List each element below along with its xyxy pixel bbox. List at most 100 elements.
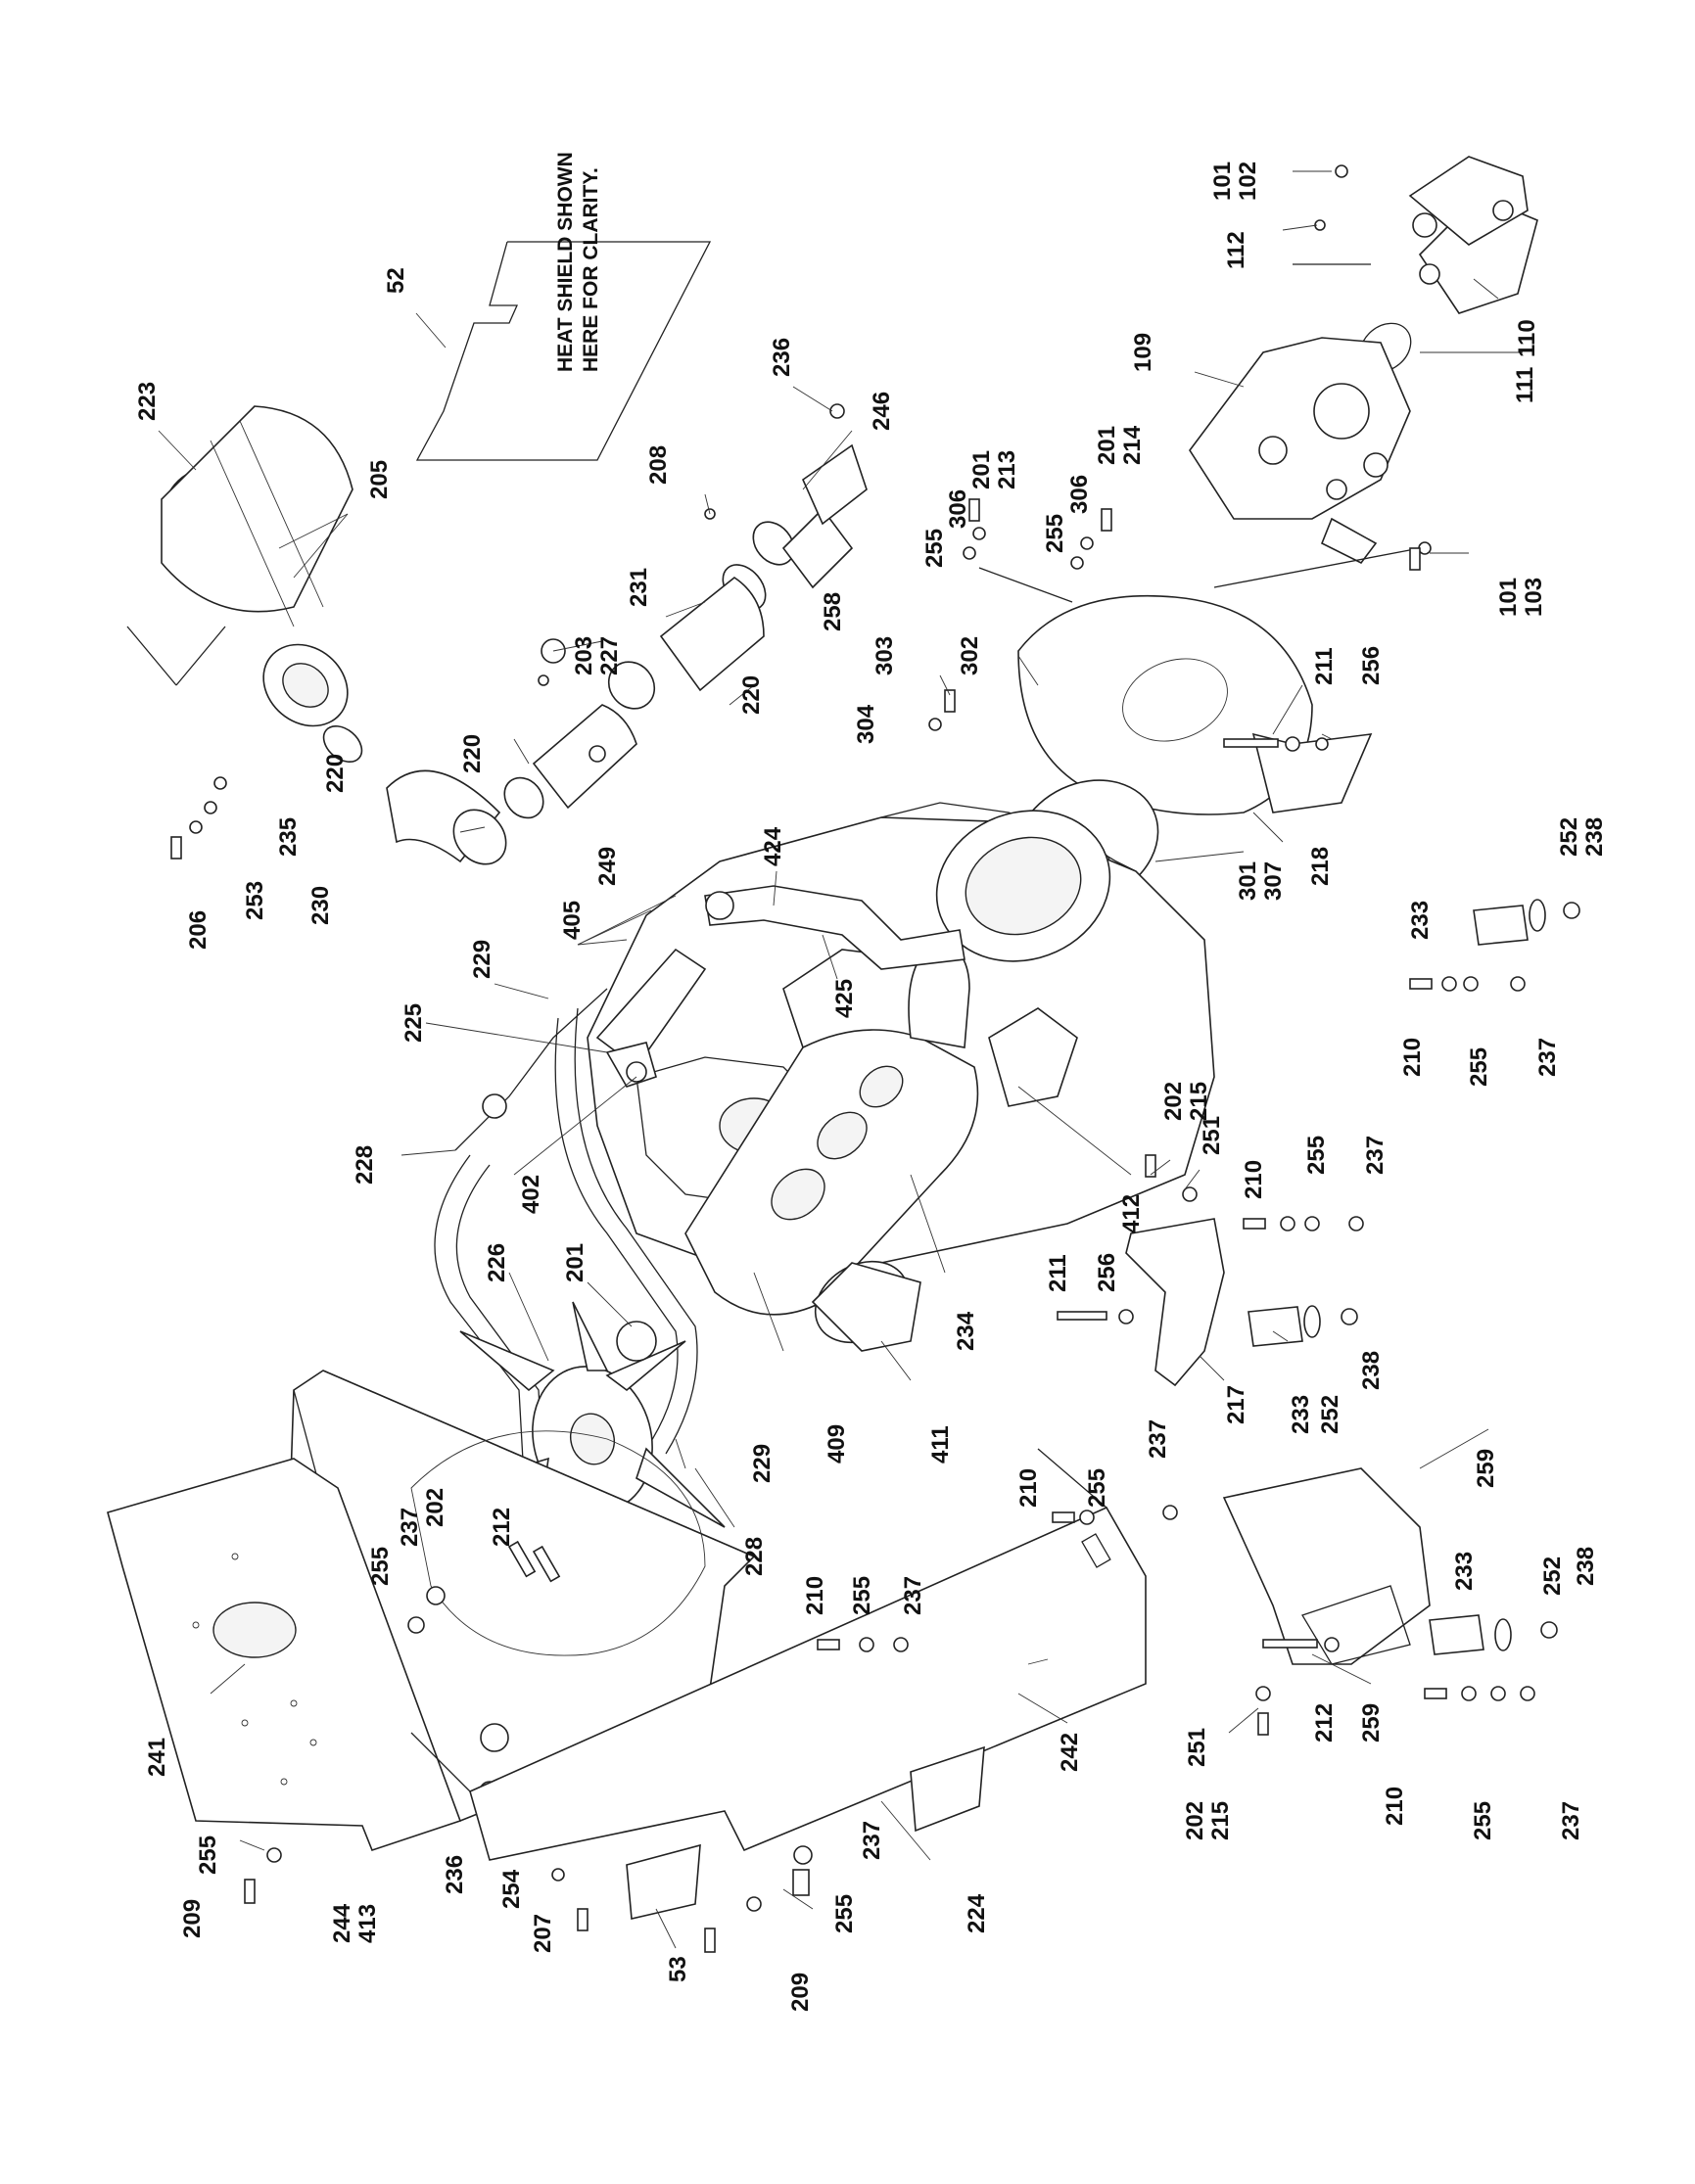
label-202-a: 202: [1160, 1082, 1187, 1121]
label-203: 203: [571, 636, 597, 675]
label-251-a: 251: [1199, 1116, 1225, 1155]
label-237-c: 237: [397, 1508, 423, 1547]
hydraulic-pump-assembly: [1189, 156, 1538, 565]
label-209-b: 209: [787, 1973, 814, 2012]
label-218: 218: [1307, 847, 1334, 886]
leader-lines: [158, 170, 1523, 1949]
label-52: 52: [383, 267, 409, 294]
label-237-g: 237: [859, 1821, 885, 1860]
label-210-a: 210: [1399, 1038, 1426, 1077]
label-206: 206: [185, 910, 212, 950]
label-224: 224: [964, 1893, 990, 1933]
label-402: 402: [518, 1175, 544, 1214]
label-306-b: 306: [1066, 475, 1093, 514]
label-230: 230: [307, 886, 334, 925]
label-411: 411: [927, 1425, 954, 1464]
label-110: 110: [1514, 319, 1540, 357]
label-228-a: 228: [352, 1145, 378, 1185]
label-236: 236: [769, 338, 795, 377]
label-214: 214: [1119, 425, 1146, 465]
label-304: 304: [853, 704, 879, 744]
label-424: 424: [760, 826, 786, 866]
label-101-b: 101: [1495, 578, 1522, 617]
label-253: 253: [242, 881, 268, 920]
label-229-b: 229: [749, 1444, 776, 1483]
label-210-d: 210: [802, 1576, 828, 1615]
label-238-a: 238: [1581, 817, 1608, 857]
label-228-b: 228: [741, 1537, 768, 1576]
label-109: 109: [1130, 333, 1156, 372]
muffler: [684, 939, 979, 1316]
label-213: 213: [994, 450, 1020, 489]
frame-plate: [107, 1458, 462, 1851]
label-237-e: 237: [900, 1576, 926, 1615]
label-255-b: 255: [1042, 514, 1068, 553]
label-202-c: 202: [1182, 1801, 1208, 1840]
label-238-b: 238: [1358, 1351, 1385, 1390]
upper-radiator-hose: [554, 1007, 698, 1455]
label-209-a: 209: [179, 1899, 206, 1938]
label-201-b: 201: [1094, 426, 1120, 465]
note-line1: HEAT SHIELD SHOWN: [554, 152, 577, 372]
heat-shield-outline: [415, 241, 712, 461]
label-255-g: 255: [849, 1576, 875, 1615]
label-251-b: 251: [1184, 1728, 1210, 1767]
label-255-d: 255: [1303, 1136, 1330, 1175]
air-cleaner: [126, 405, 353, 727]
label-237-f: 237: [1558, 1801, 1584, 1840]
starter: [988, 1007, 1078, 1107]
label-233-b: 233: [1288, 1395, 1314, 1434]
label-225: 225: [400, 1003, 427, 1043]
label-212-b: 212: [1311, 1703, 1338, 1743]
label-235: 235: [275, 817, 302, 857]
label-238-c: 238: [1573, 1547, 1599, 1586]
label-254: 254: [498, 1869, 525, 1909]
label-255-h: 255: [1470, 1801, 1496, 1840]
label-217: 217: [1223, 1385, 1249, 1424]
label-201-c: 201: [562, 1243, 589, 1282]
note-line2: HERE FOR CLARITY.: [580, 167, 602, 372]
label-255-f: 255: [1084, 1468, 1110, 1508]
label-256-b: 256: [1094, 1253, 1120, 1292]
label-226: 226: [484, 1243, 510, 1282]
label-208: 208: [645, 445, 672, 485]
label-237-d: 237: [1145, 1419, 1171, 1459]
label-210-e: 210: [1382, 1787, 1408, 1826]
label-255-j: 255: [831, 1894, 858, 1933]
label-111: 111: [1512, 367, 1538, 403]
isolator-233-top: [1473, 899, 1580, 946]
heat-shield-note: HEAT SHIELD SHOWN HERE FOR CLARITY.: [554, 152, 602, 372]
label-259-a: 259: [1473, 1449, 1499, 1488]
label-409: 409: [824, 1424, 850, 1464]
label-201-a: 201: [968, 450, 995, 489]
label-255-i: 255: [195, 1835, 221, 1875]
label-236-b: 236: [442, 1855, 468, 1894]
label-229-a: 229: [469, 940, 495, 979]
label-227: 227: [596, 636, 623, 675]
label-412: 412: [1118, 1194, 1145, 1233]
label-237-a: 237: [1534, 1038, 1561, 1077]
label-205: 205: [366, 460, 393, 499]
label-234: 234: [953, 1311, 979, 1351]
label-231: 231: [626, 568, 652, 607]
label-242: 242: [1057, 1733, 1083, 1772]
label-255-c: 255: [1466, 1047, 1492, 1087]
label-259-b: 259: [1358, 1703, 1385, 1743]
label-241: 241: [144, 1738, 170, 1777]
isolator-233-mid: [1248, 1305, 1358, 1347]
label-249: 249: [594, 847, 621, 886]
mount-bracket-217: [1125, 1218, 1225, 1387]
label-233-c: 233: [1451, 1552, 1478, 1591]
label-255-e: 255: [367, 1547, 394, 1586]
label-202-b: 202: [422, 1488, 448, 1527]
label-220-top: 220: [738, 675, 765, 715]
label-223: 223: [134, 382, 161, 421]
label-102: 102: [1235, 162, 1261, 201]
label-306-a: 306: [945, 489, 971, 529]
label-246: 246: [869, 392, 895, 431]
label-237-b: 237: [1362, 1136, 1389, 1175]
label-207: 207: [530, 1914, 556, 1953]
label-212-a: 212: [489, 1508, 515, 1547]
intake-pipe: [704, 885, 965, 970]
label-258: 258: [820, 592, 846, 631]
